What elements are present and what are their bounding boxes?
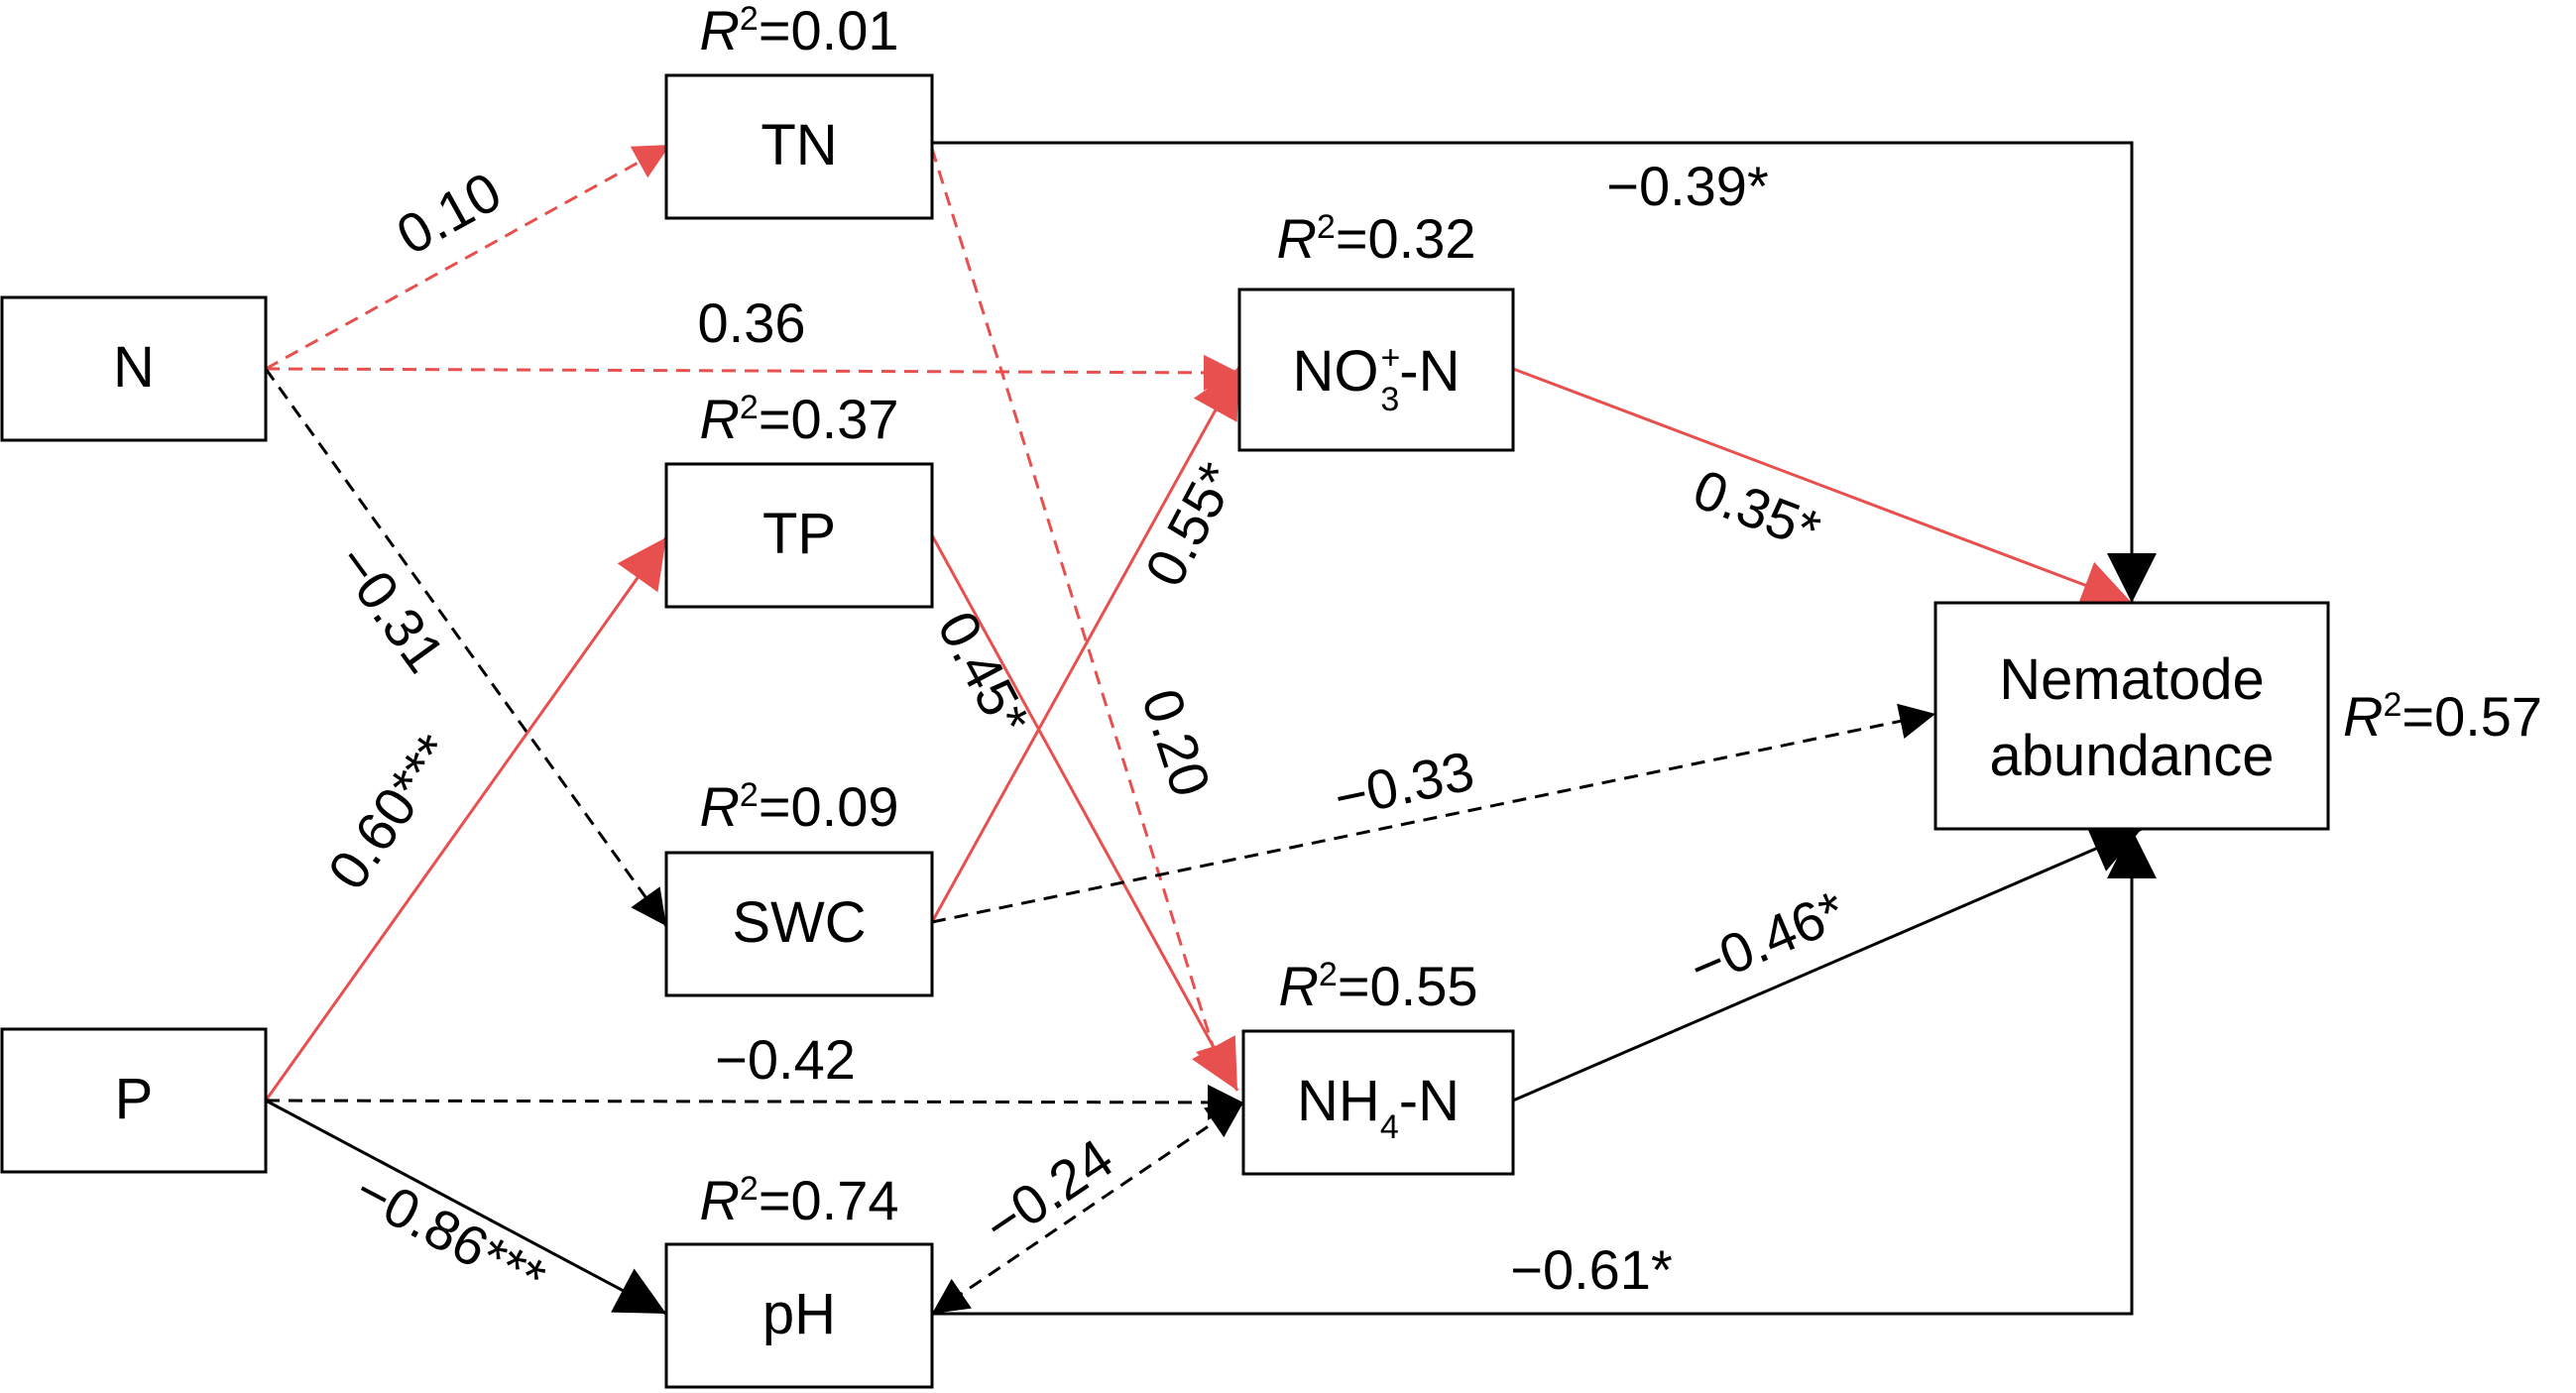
path-SWC-NEM — [931, 703, 1936, 924]
path-pH-NEM — [932, 829, 2157, 1316]
coef-SWC-NEM: −0.33 — [1329, 739, 1479, 829]
path-SWC-NO3 — [930, 366, 1241, 923]
node-pH: pH — [664, 1242, 934, 1389]
node-NH4-N: NH4-N — [1241, 1029, 1515, 1176]
node-TP: TP — [664, 462, 934, 609]
coef-pH-NEM: −0.61* — [1510, 1238, 1673, 1301]
r2-NH4-N: R2=0.55 — [1278, 955, 1477, 1017]
r2-TP: R2=0.37 — [699, 388, 898, 450]
path-N-NO3 — [265, 354, 1240, 391]
coef-pH-NH4: −0.24 — [973, 1126, 1124, 1256]
r2-SWC: R2=0.09 — [699, 775, 898, 838]
node-P: P — [0, 1027, 268, 1174]
node-NO3-N: NO+3-N — [1237, 288, 1515, 452]
node-nematode-label-line1: Nematode — [1999, 647, 2265, 712]
path-TN-NEM — [932, 141, 2157, 603]
r2-nematode: R2=0.57 — [2343, 685, 2542, 748]
coefficient-labels: 0.10 0.36 −0.31 0.60*** −0.42 −0.86*** −… — [315, 155, 1854, 1310]
coef-N-TN: 0.10 — [387, 160, 512, 267]
r2-TN: R2=0.01 — [699, 0, 898, 61]
coef-SWC-NO3: 0.55* — [1132, 452, 1248, 596]
coef-TN-NEM: −0.39* — [1606, 155, 1769, 217]
node-SWC-label: SWC — [732, 890, 866, 955]
coef-N-SWC: −0.31 — [324, 533, 457, 684]
coef-NH4-NEM: −0.46* — [1681, 878, 1854, 999]
node-N: N — [0, 295, 268, 442]
path-TP-NH4 — [930, 534, 1239, 1092]
coef-NO3-NEM: 0.35* — [1686, 457, 1829, 562]
nodes: N P TN TP SWC pH NO+3-N — [0, 73, 2330, 1389]
path-P-pH — [265, 1099, 667, 1316]
path-N-TN — [265, 143, 671, 371]
r2-pH: R2=0.74 — [699, 1169, 898, 1231]
node-TP-label: TP — [762, 502, 836, 566]
coef-TP-NH4: 0.45* — [926, 601, 1042, 745]
node-N-label: N — [113, 335, 155, 400]
node-SWC: SWC — [664, 851, 934, 997]
path-P-NH4 — [265, 1084, 1244, 1120]
path-N-SWC — [264, 368, 668, 927]
path-NO3-NEM — [1512, 367, 2133, 609]
path-TN-NH4 — [930, 148, 1230, 1082]
node-P-label: P — [115, 1067, 154, 1131]
node-pH-label: pH — [762, 1282, 836, 1346]
node-NH4-N-label: NH4-N — [1297, 1069, 1460, 1146]
node-TN-label: TN — [761, 113, 837, 177]
r2-labels: R2=0.01 R2=0.37 R2=0.09 R2=0.74 R2=0.32 … — [699, 0, 2542, 1231]
node-nematode-abundance: Nematode abundance — [1933, 601, 2330, 831]
coef-P-NH4: −0.42 — [715, 1028, 856, 1091]
r2-NO3-N: R2=0.32 — [1276, 207, 1475, 270]
coef-TN-NH4: 0.20 — [1130, 681, 1224, 803]
coef-P-TP: 0.60*** — [315, 723, 466, 900]
path-P-TP — [264, 536, 668, 1102]
path-pH-NH4 — [931, 1101, 1244, 1316]
path-NH4-NEM — [1512, 825, 2143, 1103]
coef-N-NO3: 0.36 — [698, 291, 806, 354]
edges — [264, 141, 2157, 1316]
node-nematode-label-line2: abundance — [1989, 724, 2274, 788]
node-TN: TN — [664, 73, 934, 220]
node-NO3-N-label: NO+3-N — [1293, 339, 1461, 418]
coef-P-pH: −0.86*** — [345, 1158, 555, 1310]
